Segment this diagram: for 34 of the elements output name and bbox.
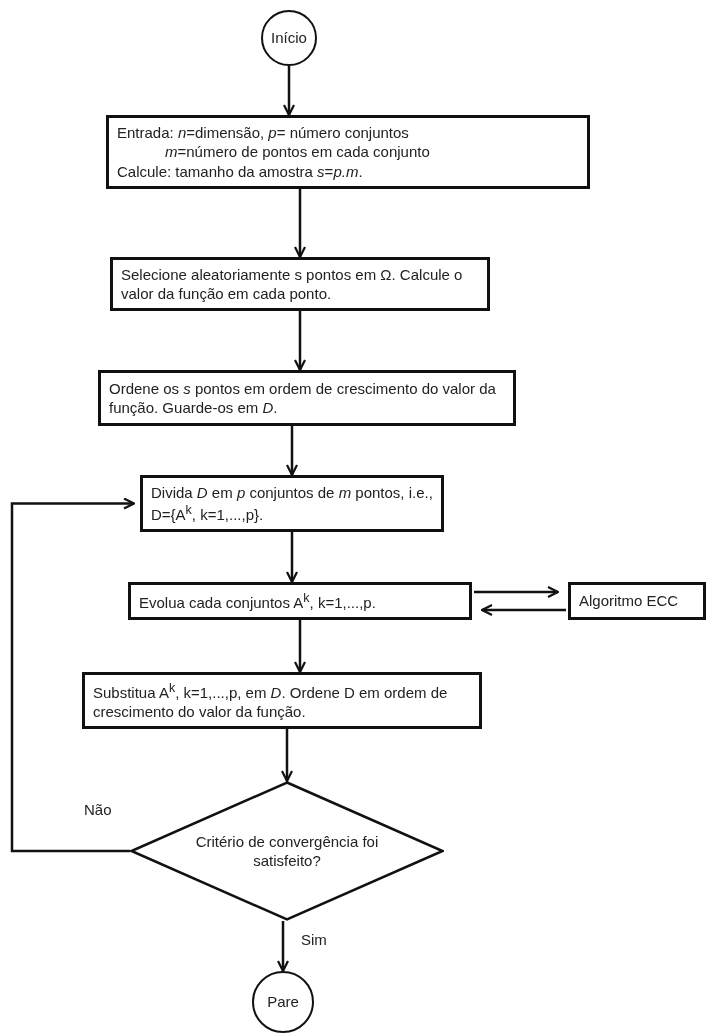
decision-diamond [130, 781, 444, 921]
arrow [285, 426, 299, 477]
node-text: Selecione aleatoriamente s pontos em Ω. Calcule o valor da função em cada ponto. [121, 264, 464, 304]
node-text: Substitua A$^{k}$, k=1,...,p, em D. Ordene D em ordem de crescimento do valor da função. [93, 679, 449, 722]
arrow [293, 620, 307, 674]
node-text: Início [271, 28, 307, 48]
node-text: m=número de pontos em cada conjunto [164, 142, 431, 162]
arrow [282, 66, 296, 117]
node-text: Calcule: tamanho da amostra s=p.m. [117, 161, 364, 182]
arrow [10, 497, 136, 853]
edge-label: Sim [299, 931, 329, 948]
start-circle [261, 10, 317, 66]
arrow [480, 603, 566, 617]
node-text: Algoritmo ECC [579, 591, 680, 611]
arrow [474, 585, 560, 599]
node-text: Ordene os s pontos em ordem de crescimento do valor da função. Guarde-os em D. [109, 378, 497, 418]
process-box [128, 582, 472, 620]
node-text: Critério de convergência foi satisfeito? [194, 831, 380, 871]
process-box [140, 475, 444, 532]
node-text: Entrada: n=dimensão, p= número conjuntos [117, 122, 410, 143]
arrow [293, 311, 307, 372]
process-box [106, 115, 590, 189]
process-box [568, 582, 706, 620]
arrow [276, 921, 290, 973]
arrow [293, 189, 307, 259]
process-box [98, 370, 516, 426]
arrow [285, 532, 299, 584]
process-box [110, 257, 490, 311]
node-text: Evolua cada conjuntos A$^{k}$, k=1,...,p. [139, 589, 377, 613]
node-text: Divida D em p conjuntos de m pontos, i.e., D={A$^{k}$, k=1,...,p}. [151, 482, 433, 525]
node-text: Pare [267, 992, 299, 1012]
process-box [82, 672, 482, 729]
edge-label: Não [82, 801, 114, 818]
arrow [280, 729, 294, 783]
